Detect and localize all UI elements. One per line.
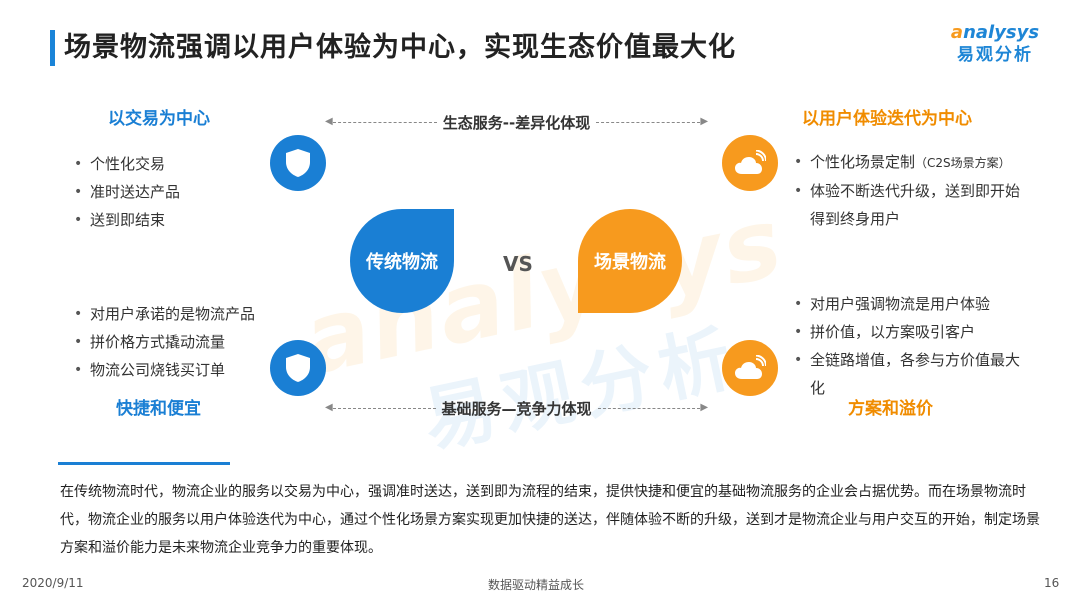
left-top-heading: 以交易为中心 (108, 109, 210, 129)
arrow-right-icon: ▶ (700, 402, 709, 413)
right-top-list: 个性化场景定制（C2S场景方案） 体验不断迭代升级，送到即开始得到终身用户 (794, 148, 1030, 233)
list-item: 个性化场景定制（C2S场景方案） (794, 148, 1030, 177)
left-bottom-heading: 快捷和便宜 (116, 399, 201, 419)
list-item: 全链路增值，各参与方价值最大化 (794, 346, 1030, 402)
traditional-logistics-drop: 传统物流 (350, 209, 454, 313)
right-bottom-list: 对用户强调物流是用户体验 拼价值，以方案吸引客户 全链路增值，各参与方价值最大化 (794, 290, 1030, 402)
arrow-left-icon: ◀ (325, 402, 333, 413)
arrow-left-icon: ◀ (325, 116, 333, 127)
left-top-list: 个性化交易 准时送达产品 送到即结束 (74, 150, 180, 234)
list-item: 个性化交易 (74, 150, 180, 178)
summary-divider (58, 462, 230, 465)
list-item: 送到即结束 (74, 206, 180, 234)
vs-label: VS (503, 252, 533, 276)
analysys-logo: analysys 易观分析 (940, 22, 1050, 74)
list-item: 物流公司烧钱买订单 (74, 356, 255, 384)
page-number: 16 (1044, 576, 1060, 590)
list-item: 体验不断迭代升级，送到即开始得到终身用户 (794, 177, 1030, 233)
cloud-signal-icon (722, 340, 778, 396)
title-accent-bar (50, 30, 55, 66)
shield-icon (270, 135, 326, 191)
left-bottom-list: 对用户承诺的是物流产品 拼价格方式撬动流量 物流公司烧钱买订单 (74, 300, 255, 384)
shield-icon (270, 340, 326, 396)
logo-chinese: 易观分析 (957, 45, 1033, 65)
right-top-heading: 以用户体验迭代为中心 (802, 109, 972, 129)
arrow-right-icon: ▶ (700, 116, 709, 127)
list-item: 对用户承诺的是物流产品 (74, 300, 255, 328)
top-arrow-label: 生态服务--差异化体现 (442, 113, 591, 132)
summary-paragraph: 在传统物流时代，物流企业的服务以交易为中心，强调准时送达，送到即为流程的结束，提… (60, 484, 1040, 556)
footer-date: 2020/9/11 (22, 576, 84, 590)
right-bottom-heading: 方案和溢价 (848, 399, 933, 419)
list-item: 准时送达产品 (74, 178, 180, 206)
top-arrow: ◀ 生态服务--差异化体现 ▶ (325, 111, 708, 133)
page-title: 场景物流强调以用户体验为中心，实现生态价值最大化 (64, 32, 736, 63)
footer-slogan: 数据驱动精益成长 (488, 578, 585, 592)
list-item: 对用户强调物流是用户体验 (794, 290, 1030, 318)
cloud-signal-icon (722, 135, 778, 191)
bottom-arrow-label: 基础服务—竞争力体现 (441, 399, 592, 418)
scenario-logistics-drop: 场景物流 (578, 209, 682, 313)
logo-english: analysys (950, 22, 1040, 43)
list-item: 拼价格方式撬动流量 (74, 328, 255, 356)
bottom-arrow: ◀ 基础服务—竞争力体现 ▶ (325, 397, 708, 419)
list-item: 拼价值，以方案吸引客户 (794, 318, 1030, 346)
